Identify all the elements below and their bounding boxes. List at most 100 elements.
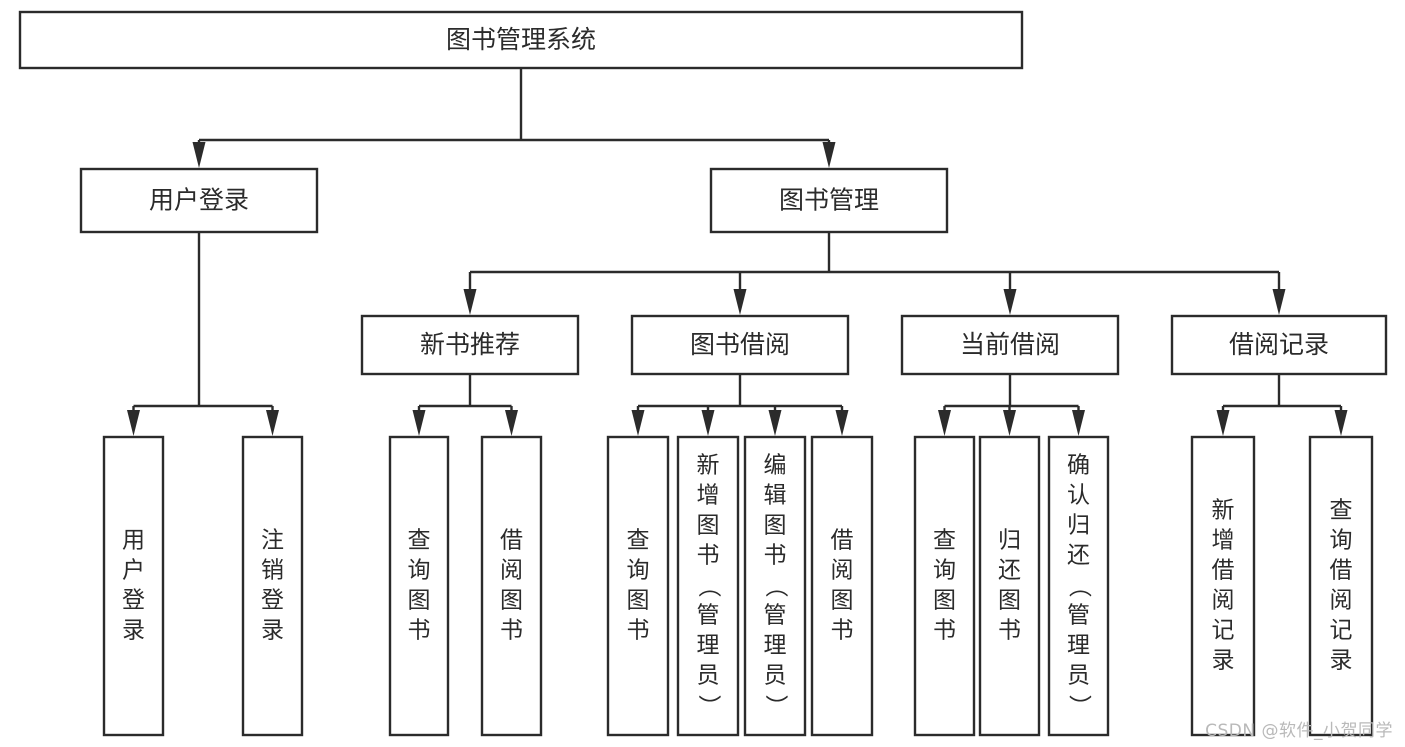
node-label-char: 书 [831,618,854,644]
node-leaf-user-logout[interactable]: 注销登录注销登录 [241,435,304,737]
node-label-char: 询 [1330,528,1353,554]
node-label-char: 查 [1330,498,1353,524]
node-borrow-record[interactable]: 借阅记录 [1170,314,1388,376]
node-label-char: 询 [933,558,956,584]
arrow-head-icon [463,289,477,315]
arrow-head-icon [733,289,747,315]
arrow-head-icon [835,410,849,436]
node-new-book-rec[interactable]: 新书推荐 [360,314,580,376]
node-root[interactable]: 图书管理系统 [18,10,1024,70]
node-label-char: 书 [697,543,720,569]
node-label-char: 图 [933,588,956,614]
node-label-char: 查 [408,528,431,554]
node-leaf-rec-add[interactable]: 新增借阅记录新增借阅记录 [1190,435,1256,737]
node-label-char: 销 [261,558,284,584]
node-box [1170,314,1388,376]
node-box [241,435,304,737]
node-current-borrow[interactable]: 当前借阅 [900,314,1120,376]
node-label-char: 图 [998,588,1021,614]
arrow-head-icon [505,410,518,436]
node-label-char: 借 [500,528,523,554]
arrow-head-icon [938,410,951,436]
node-leaf-user-login[interactable]: 用户登录用户登录 [102,435,165,737]
node-label-char: 增 [697,483,720,509]
node-box [18,10,1024,70]
node-box [676,435,740,737]
node-leaf-cur-return[interactable]: 归还图书归还图书 [978,435,1041,737]
node-box [709,167,949,234]
node-box [913,435,976,737]
node-label-char: 书 [500,618,523,644]
node-label-char: 图 [627,588,650,614]
node-box [360,314,580,376]
node-label-char: 询 [627,558,650,584]
node-label-char: 书 [933,618,956,644]
node-label-char: 阅 [831,558,854,584]
node-label-char: 查 [627,528,650,554]
node-label-char: 借 [831,528,854,554]
arrow-head-icon [266,410,279,436]
node-label: 借阅记录 [1229,330,1329,359]
node-label-char: 辑 [764,483,787,509]
node-leaf-borrow-query[interactable]: 查询图书查询图书 [606,435,670,737]
node-layer: 图书管理系统用户登录图书管理新书推荐图书借阅当前借阅借阅记录用户登录用户登录注销… [18,10,1388,737]
node-label-char: 录 [1212,648,1235,674]
node-label-char: （ [696,575,722,598]
node-label: 用户登录 [149,186,249,215]
arrow-head-icon [768,410,782,436]
arrow-head-icon [701,410,715,436]
node-book-manage[interactable]: 图书管理 [709,167,949,234]
node-label-char: 书 [627,618,650,644]
node-label-char: 户 [122,558,145,584]
node-label-char: 登 [122,588,145,614]
node-label-char: 记 [1212,618,1235,644]
node-label-char: 阅 [1212,588,1235,614]
arrow-head-icon [127,410,140,436]
node-label-char: 新 [1212,498,1235,524]
arrow-head-icon [1216,410,1230,436]
node-label-char: 员 [764,663,787,689]
node-box [79,167,319,234]
connector-layer [127,68,1348,436]
node-label-char: 登 [261,588,284,614]
node-label: 图书管理 [779,186,879,215]
node-box [102,435,165,737]
node-label-char: 新 [697,453,720,479]
arrow-head-icon [1334,410,1348,436]
arrow-head-icon [1003,410,1016,436]
node-label-char: 录 [122,618,145,644]
node-label: 图书借阅 [690,330,790,359]
node-leaf-rec-query2[interactable]: 查询借阅记录查询借阅记录 [1308,435,1374,737]
node-label-char: （ [1066,575,1092,598]
node-label-char: 管 [764,603,787,629]
node-label-char: 认 [1067,483,1090,509]
node-label-char: 增 [1212,528,1235,554]
node-book-borrow[interactable]: 图书借阅 [630,314,850,376]
arrow-head-icon [192,142,206,168]
node-label: 当前借阅 [960,330,1060,359]
node-leaf-cur-query[interactable]: 查询图书查询图书 [913,435,976,737]
node-label-char: 还 [1067,543,1090,569]
node-label-char: 图 [764,513,787,539]
node-leaf-rec-borrow[interactable]: 借阅图书借阅图书 [480,435,543,737]
node-label-char: 归 [998,528,1021,554]
node-label-char: 图 [831,588,854,614]
node-label-char: 注 [261,528,284,554]
node-label-char: 还 [998,558,1021,584]
node-label-char: 阅 [500,558,523,584]
node-leaf-borrow-do[interactable]: 借阅图书借阅图书 [810,435,874,737]
node-label-char: 阅 [1330,588,1353,614]
node-label-char: 用 [122,528,145,554]
node-label-char: 管 [1067,603,1090,629]
node-label-char: 理 [1067,633,1090,659]
node-label-char: 管 [697,603,720,629]
node-user-login[interactable]: 用户登录 [79,167,319,234]
node-label-char: 图 [500,588,523,614]
node-box [480,435,543,737]
node-label-char: 查 [933,528,956,554]
node-leaf-rec-query[interactable]: 查询图书查询图书 [388,435,450,737]
